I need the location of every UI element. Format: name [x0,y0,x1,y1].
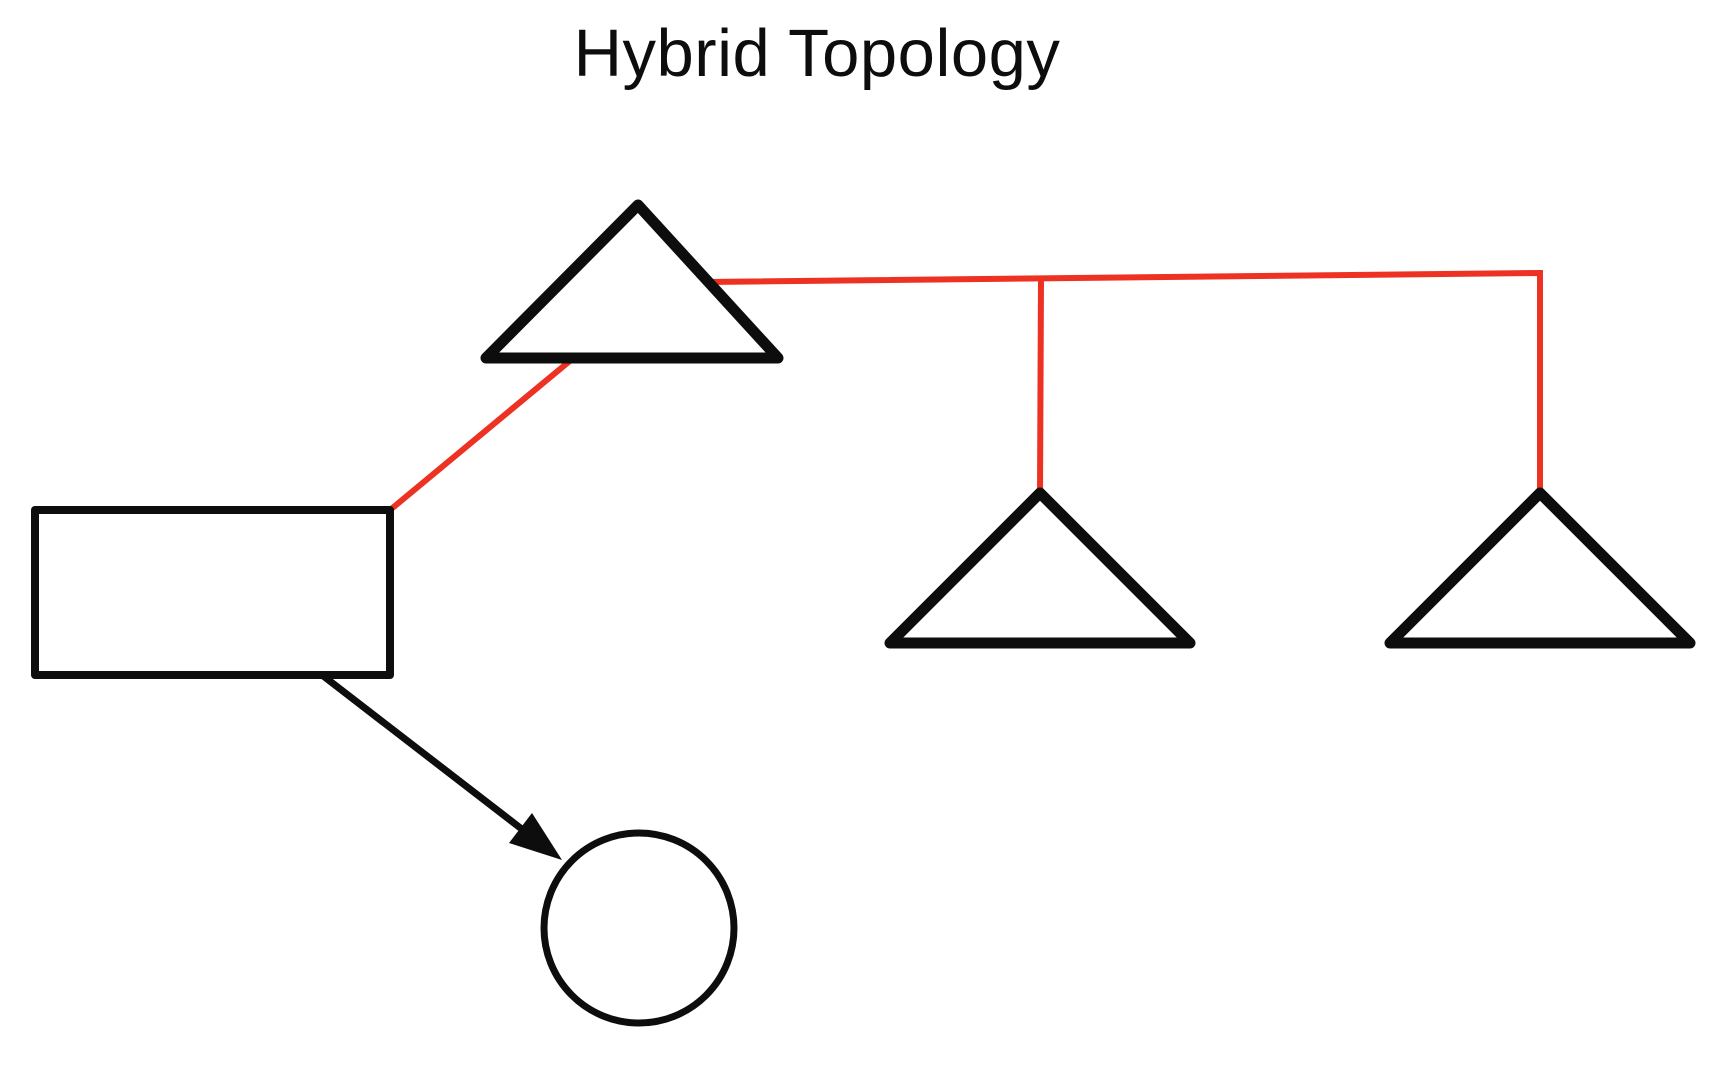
red-bus-line-connector [705,269,1543,493]
branch-triangle-right [1384,487,1696,649]
hub-triangle [480,199,784,364]
red-hub-to-rectangle-link-connector [388,352,579,513]
circle-node [540,829,738,1027]
branch-triangle-middle [884,487,1196,649]
rectangle-node [31,506,394,679]
red-drop-line-middle-connector [1037,277,1044,494]
rectangle-to-circle-arrow-arrowhead-icon [509,813,562,860]
rectangle-to-circle-arrow-connector [319,672,526,833]
diagram-title: Hybrid Topology [573,16,1061,91]
